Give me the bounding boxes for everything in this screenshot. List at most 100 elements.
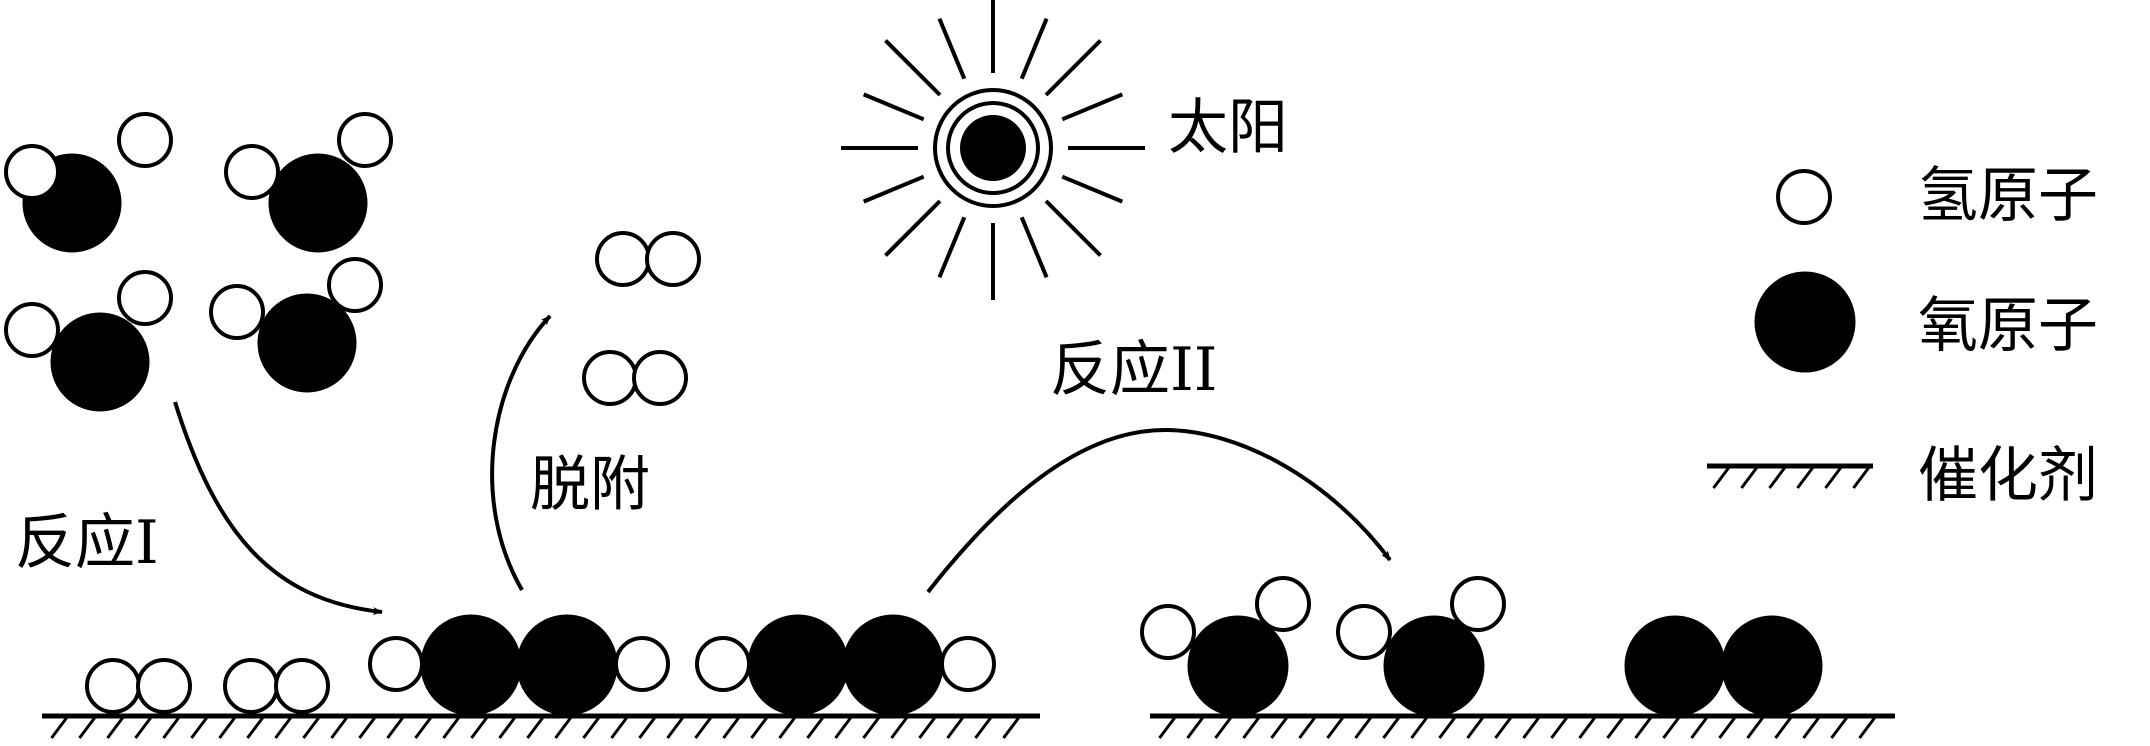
sun-ray: [862, 174, 925, 204]
hydrogen-atom: [614, 636, 670, 692]
hatch-mark: [1410, 715, 1430, 739]
hatch-mark: [1712, 465, 1732, 489]
hydrogen-atom: [695, 636, 751, 692]
hatch-mark: [974, 715, 994, 739]
sun-core: [960, 115, 1026, 181]
hatch-mark: [1354, 715, 1374, 739]
hatch-mark: [1270, 715, 1290, 739]
hatch-mark: [1214, 715, 1234, 739]
legend: 氢原子 氧原子 催化剂: [1707, 161, 2098, 511]
hatch-mark: [610, 715, 630, 739]
hydrogen-atom: [223, 658, 279, 714]
sun-ray: [1044, 39, 1102, 97]
hatch-mark: [694, 715, 714, 739]
hydrogen-atom: [4, 144, 60, 200]
adsorbed-hydrogen-molecule: [223, 658, 330, 714]
hydrogen-atom: [645, 231, 701, 287]
legend-hydrogen-label: 氢原子: [1918, 161, 2098, 231]
hatch-mark: [414, 715, 434, 739]
sun-ray: [1044, 199, 1102, 257]
oxygen-atom: [1187, 615, 1289, 717]
oxygen-atom: [257, 293, 357, 393]
hatch-mark: [946, 715, 966, 739]
hydrogen-atom: [632, 350, 688, 406]
hatch-mark: [1824, 465, 1844, 489]
oxygen-atom: [1383, 615, 1485, 717]
sun-ray: [884, 199, 942, 257]
hydrogen-molecule: [582, 350, 688, 406]
hatch-mark: [1550, 715, 1570, 739]
legend-oxygen-symbol: [1754, 271, 1856, 373]
sun-rays: [841, 0, 1145, 300]
hydrogen-atom: [4, 302, 60, 358]
hatch-mark: [1326, 715, 1346, 739]
adsorbed-hydrogen-peroxide: [695, 614, 996, 716]
hatch-mark: [834, 715, 854, 739]
hatch-mark: [1740, 465, 1760, 489]
sun-ray: [937, 17, 967, 80]
hatch-mark: [190, 715, 210, 739]
water-molecule: [4, 270, 173, 412]
hatch-mark: [274, 715, 294, 739]
oxygen-atom: [1624, 615, 1726, 717]
hydrogen-atom: [117, 112, 173, 168]
hatch-mark: [918, 715, 938, 739]
hatch-mark: [582, 715, 602, 739]
hydrogen-atom: [582, 350, 638, 406]
hatch-mark: [1852, 465, 1872, 489]
oxygen-atom: [420, 614, 522, 716]
oxygen-atom: [516, 614, 618, 716]
sun-ray: [1061, 92, 1124, 122]
hatch-mark: [1802, 715, 1822, 739]
hatch-mark: [218, 715, 238, 739]
sun-ray: [862, 92, 925, 122]
hydrogen-atom: [1450, 576, 1506, 632]
hatch-mark: [78, 715, 98, 739]
hatch-mark: [302, 715, 322, 739]
oxygen-atom: [268, 153, 368, 253]
hatch-mark: [1158, 715, 1178, 739]
legend-item-catalyst: 催化剂: [1707, 441, 2098, 511]
reaction-1-arrow: [173, 401, 383, 616]
hydrogen-atom: [595, 231, 651, 287]
sun-ray: [1019, 17, 1049, 80]
reaction-2-arrow: [926, 427, 1392, 594]
hydrogen-atom: [117, 270, 173, 326]
hatch-mark: [1690, 715, 1710, 739]
hydrogen-atom: [1336, 604, 1392, 660]
reaction-2-label: 反应II: [1050, 335, 1217, 405]
hatch-mark: [1382, 715, 1402, 739]
adsorbed-water-molecule: [1140, 576, 1311, 717]
hatch-mark: [50, 715, 70, 739]
hatch-mark: [470, 715, 490, 739]
hatch-mark: [1494, 715, 1514, 739]
hatch-mark: [442, 715, 462, 739]
hatch-mark: [526, 715, 546, 739]
hatch-mark: [1522, 715, 1542, 739]
hatch-mark: [1634, 715, 1654, 739]
legend-catalyst-label: 催化剂: [1918, 441, 2098, 511]
legend-catalyst-hatch: [1712, 465, 1872, 489]
hatch-mark: [134, 715, 154, 739]
sun-ray: [1019, 216, 1049, 279]
adsorbed-hydrogen-molecule: [85, 658, 192, 714]
sun-icon: [841, 0, 1145, 300]
hydrogen-atom: [327, 257, 383, 313]
hatch-mark: [1242, 715, 1262, 739]
adsorbed-water-molecule: [1336, 576, 1506, 717]
hatch-mark: [554, 715, 574, 739]
hydrogen-atom: [224, 144, 280, 200]
hydrogen-atom: [85, 658, 141, 714]
hatch-mark: [1858, 715, 1878, 739]
legend-hydrogen-symbol: [1776, 169, 1832, 225]
adsorbed-hydrogen-peroxide: [368, 614, 670, 716]
hatch-mark: [778, 715, 798, 739]
oxygen-atom: [747, 614, 849, 716]
hatch-mark: [1718, 715, 1738, 739]
legend-item-hydrogen: 氢原子: [1776, 161, 2098, 231]
hydrogen-molecule: [595, 231, 701, 287]
hatch-mark: [1298, 715, 1318, 739]
catalyst-hatch-left: [50, 715, 1022, 739]
hatch-mark: [666, 715, 686, 739]
